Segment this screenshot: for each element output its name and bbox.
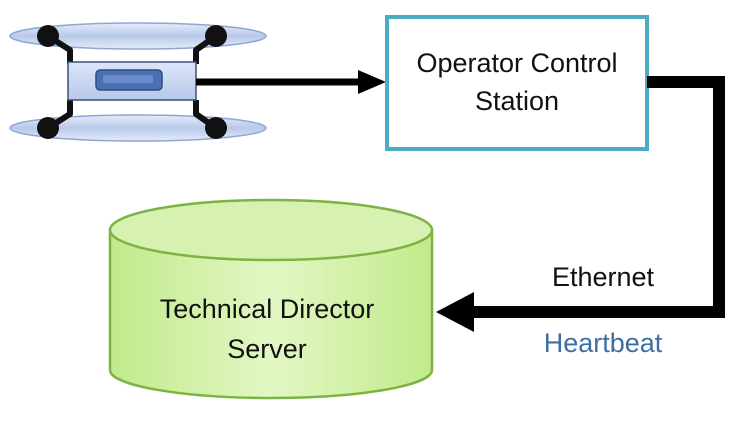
station-label-line2: Station [475,86,559,116]
server-label-line2: Server [227,334,307,364]
station-label-line1: Operator Control [416,48,617,78]
quadcopter-drone-icon [9,22,267,142]
ethernet-connector [436,76,725,332]
technical-director-server: Technical Director Server [108,198,434,400]
operator-control-station: Operator Control Station [385,15,649,151]
ethernet-label: Ethernet [552,262,655,292]
server-label-line1: Technical Director [160,294,375,324]
drone-to-station-arrow [196,70,386,94]
heartbeat-label: Heartbeat [544,328,663,358]
